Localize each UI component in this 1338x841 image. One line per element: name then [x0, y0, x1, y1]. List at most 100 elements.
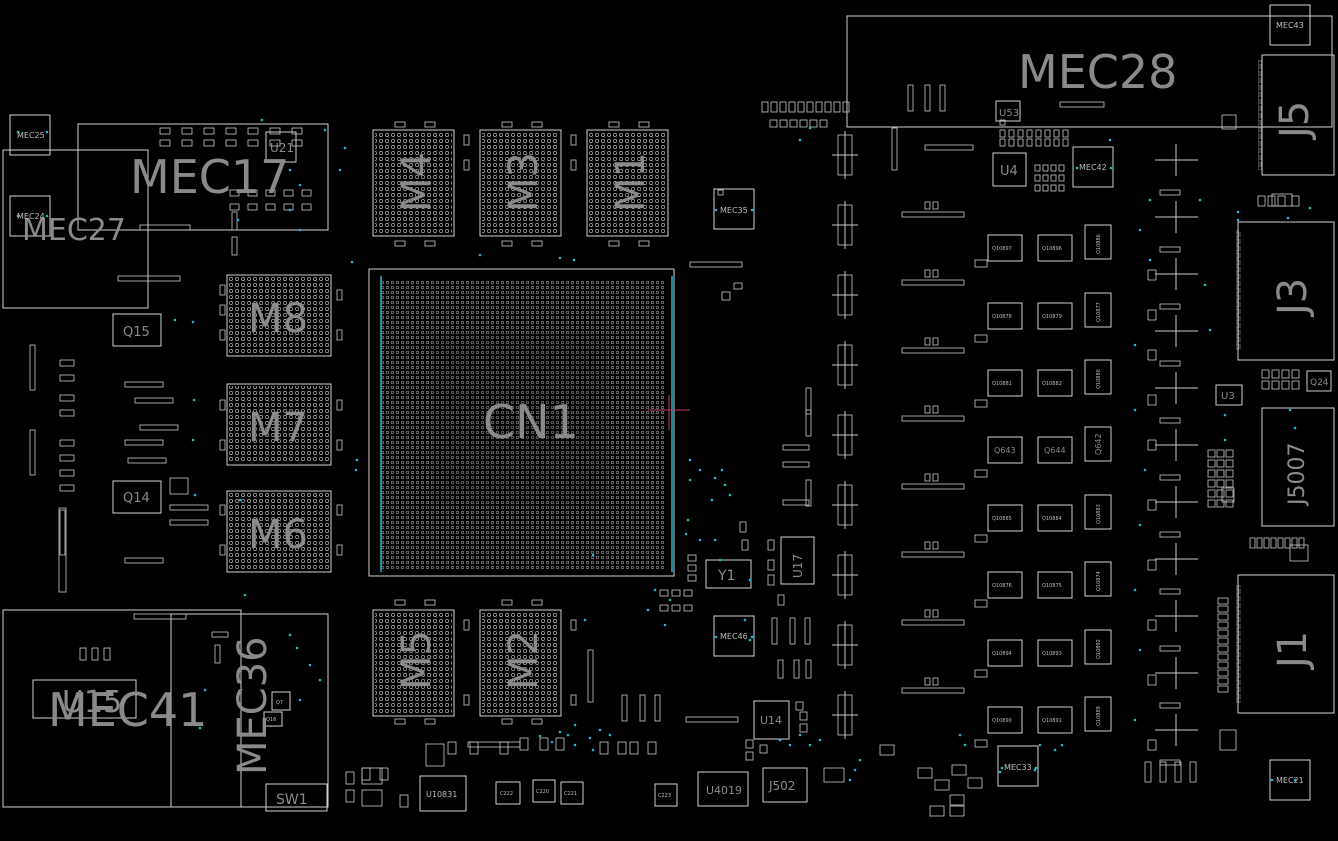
vias	[16, 118, 1312, 782]
connector-j3[interactable]	[1236, 221, 1335, 361]
q10878[interactable]	[987, 302, 1023, 330]
q10879[interactable]	[1037, 302, 1073, 330]
q10896[interactable]	[1037, 234, 1073, 262]
q10890[interactable]	[987, 706, 1023, 734]
transistor-q16[interactable]	[263, 711, 283, 727]
mec24-outline[interactable]	[9, 195, 51, 237]
memory-m7[interactable]	[226, 383, 332, 466]
smd-part	[424, 599, 436, 606]
q643[interactable]	[987, 436, 1023, 464]
ic-u4[interactable]	[992, 152, 1027, 187]
switch-sw1[interactable]	[265, 783, 328, 812]
smd-part	[805, 409, 812, 437]
q10883[interactable]	[1084, 494, 1112, 530]
smd-part	[219, 399, 226, 411]
connector-j5[interactable]	[1258, 54, 1335, 176]
smd-part	[621, 694, 628, 722]
q10897[interactable]	[987, 234, 1023, 262]
via	[1143, 468, 1147, 472]
q10893[interactable]	[1037, 639, 1073, 667]
smd-part	[815, 101, 823, 113]
smd-part	[214, 644, 221, 664]
transistor-q24[interactable]	[1306, 370, 1332, 392]
memory-m3[interactable]	[479, 129, 562, 237]
label-mec41: MEC41	[48, 683, 207, 737]
memory-m5[interactable]	[372, 609, 455, 717]
memory-m1[interactable]	[586, 129, 669, 237]
via	[583, 618, 587, 622]
q642[interactable]	[1084, 426, 1112, 462]
via	[1133, 718, 1137, 722]
ic-u17[interactable]	[780, 536, 815, 585]
q10889[interactable]	[1084, 696, 1112, 732]
ic-u21[interactable]	[265, 131, 297, 163]
transistor-q15[interactable]	[112, 313, 162, 347]
mec46-outline[interactable]	[713, 615, 755, 657]
smd-part	[967, 777, 983, 789]
q10876[interactable]	[987, 571, 1023, 599]
q10884[interactable]	[1037, 504, 1073, 532]
label-j5007: J5007	[1285, 443, 1310, 507]
crystal-y1[interactable]	[705, 559, 752, 589]
cap-c223[interactable]	[654, 783, 678, 807]
q10886[interactable]	[1084, 224, 1112, 260]
smd-part	[247, 139, 259, 147]
ic-u53[interactable]	[995, 100, 1021, 122]
mec21-outline[interactable]	[1269, 759, 1311, 801]
transistor-q14[interactable]	[112, 480, 162, 514]
memory-m6[interactable]	[226, 490, 332, 573]
cn1-outline[interactable]	[368, 268, 675, 577]
mec27-outline[interactable]	[2, 149, 149, 309]
mec42-outline[interactable]	[1072, 146, 1114, 188]
memory-m4[interactable]	[372, 129, 455, 237]
smd-part	[1147, 559, 1157, 571]
connector-j1[interactable]	[1236, 574, 1335, 714]
smd-part	[531, 599, 543, 606]
mec28-outline[interactable]	[846, 15, 1333, 128]
mec17-outline[interactable]	[77, 123, 329, 231]
via	[288, 633, 292, 637]
mec35-outline[interactable]	[713, 188, 755, 230]
via	[1270, 778, 1274, 782]
cap-c222[interactable]	[495, 781, 521, 805]
ic-u14[interactable]	[753, 700, 790, 740]
smd-part	[929, 805, 945, 817]
q10882[interactable]	[1037, 369, 1073, 397]
connector-j502[interactable]	[762, 767, 808, 803]
q10880[interactable]	[1084, 359, 1112, 395]
memory-m8[interactable]	[226, 274, 332, 357]
cap-c221[interactable]	[560, 781, 584, 805]
q10894[interactable]	[987, 639, 1023, 667]
mec36-outline[interactable]	[170, 613, 329, 808]
q644[interactable]	[1037, 436, 1073, 464]
smd-part	[1281, 380, 1290, 390]
q10875[interactable]	[1037, 571, 1073, 599]
ic-u4019[interactable]	[697, 771, 749, 807]
q10891[interactable]	[1037, 706, 1073, 734]
mec25-outline[interactable]	[9, 114, 51, 156]
smd-part	[1147, 349, 1157, 361]
q10877[interactable]	[1084, 292, 1112, 328]
smd-part	[1159, 588, 1181, 595]
mec33-outline[interactable]	[997, 745, 1039, 787]
cap-c220[interactable]	[532, 779, 556, 803]
smd-part	[570, 159, 577, 171]
smd-part	[924, 144, 974, 151]
connector-j5007[interactable]	[1261, 407, 1335, 527]
smd-part	[265, 189, 276, 197]
ic-u15[interactable]	[32, 679, 137, 719]
smd-part	[1034, 164, 1041, 172]
ic-u10831[interactable]	[419, 775, 467, 812]
mec43-outline[interactable]	[1269, 4, 1311, 46]
q10874[interactable]	[1084, 561, 1112, 597]
smd-part	[1159, 531, 1181, 538]
ic-u3[interactable]	[1215, 384, 1243, 406]
q10881[interactable]	[987, 369, 1023, 397]
smd-part	[687, 564, 697, 572]
transistor-q7[interactable]	[271, 691, 291, 711]
q10892[interactable]	[1084, 629, 1112, 665]
memory-m2[interactable]	[479, 609, 562, 717]
q10885[interactable]	[987, 504, 1023, 532]
mec41-outline[interactable]	[2, 609, 242, 808]
smd-part	[424, 121, 436, 128]
